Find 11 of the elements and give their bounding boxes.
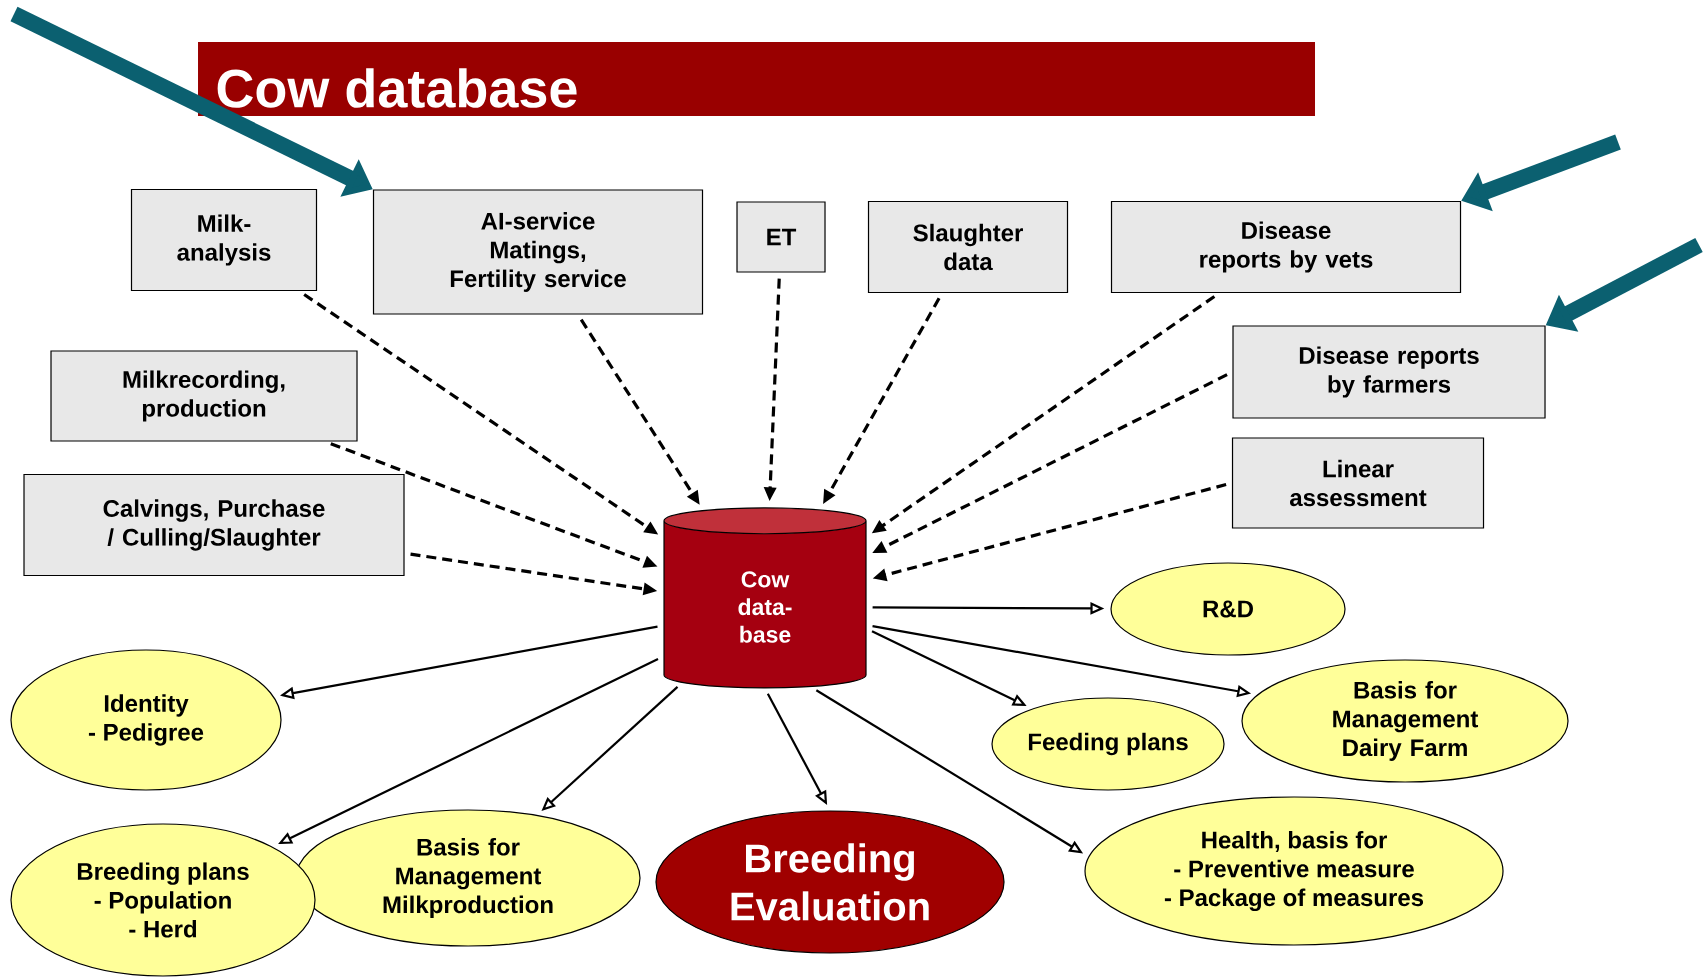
title-bar: Cow database bbox=[198, 42, 1315, 116]
input-box: Disease reports by vets bbox=[1110, 200, 1462, 294]
input-box: Linear assessment bbox=[1231, 437, 1485, 529]
input-box: Milk-analysis bbox=[130, 188, 318, 292]
input-box: Slaughter data bbox=[867, 200, 1069, 294]
input-box: Calvings, Purchase / Culling/Slaughter bbox=[23, 473, 405, 577]
input-box: AI-service Matings, Fertility service bbox=[372, 189, 704, 315]
input-box: ET bbox=[736, 201, 826, 273]
database-cylinder: Cow data-base bbox=[663, 507, 867, 689]
input-box: Disease reports by farmers bbox=[1232, 325, 1546, 419]
input-box: Milkrecording, production bbox=[50, 350, 358, 442]
